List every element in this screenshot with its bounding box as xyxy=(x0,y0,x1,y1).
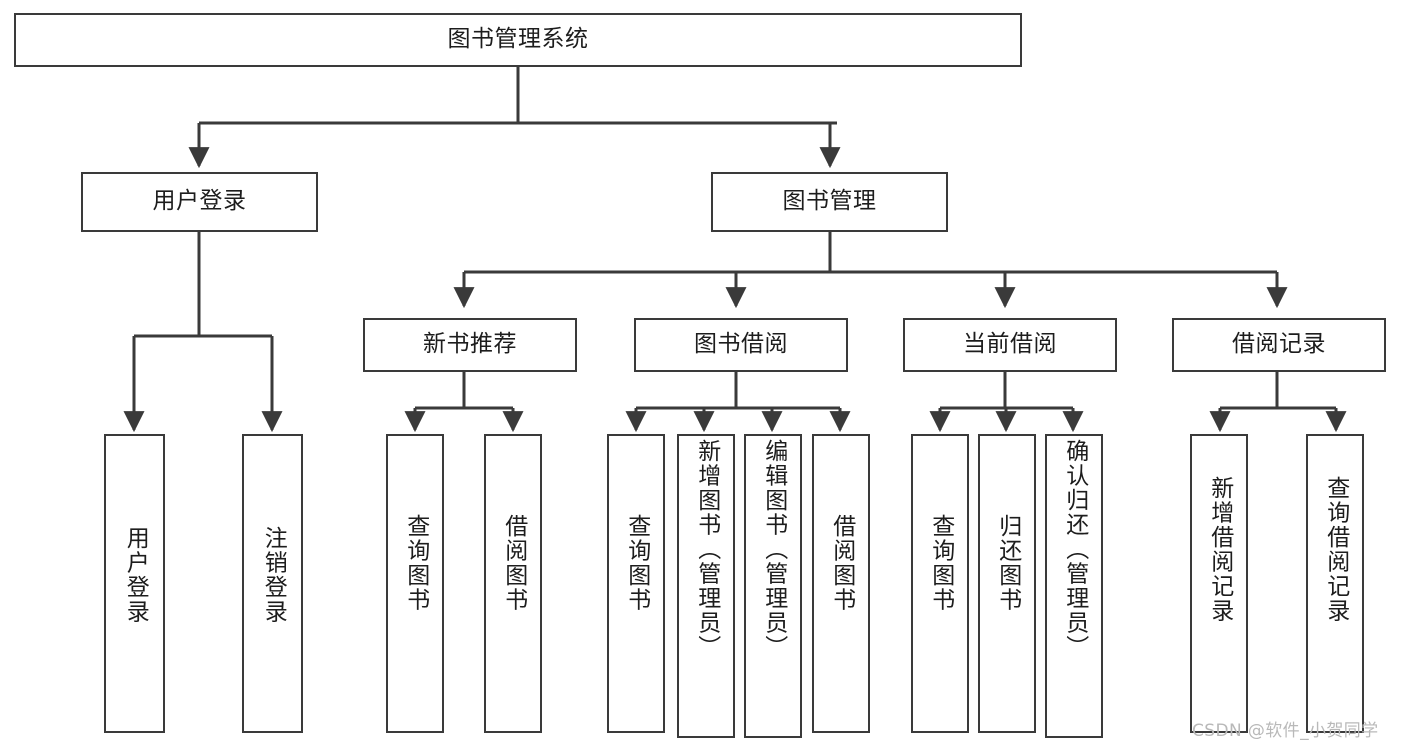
leaf-query-book-3-label: 查询图书 xyxy=(927,514,954,612)
node-new-book-rec-label: 新书推荐 xyxy=(423,331,517,358)
leaf-query-book-2[interactable]: 查询图书 xyxy=(607,434,665,733)
leaf-add-book[interactable]: 新增图书（管理员） xyxy=(677,434,735,738)
leaf-return-book[interactable]: 归还图书 xyxy=(978,434,1036,733)
leaf-borrow-book-2[interactable]: 借阅图书 xyxy=(812,434,870,733)
leaf-add-record[interactable]: 新增借阅记录 xyxy=(1190,434,1248,733)
leaf-borrow-book-1-label: 借阅图书 xyxy=(500,514,527,612)
node-root-label: 图书管理系统 xyxy=(447,26,589,53)
leaf-user-login-label: 用户登录 xyxy=(122,526,149,624)
leaf-user-login[interactable]: 用户登录 xyxy=(104,434,165,733)
leaf-add-book-label: 新增图书（管理员） xyxy=(693,439,720,660)
leaf-query-record[interactable]: 查询借阅记录 xyxy=(1306,434,1364,733)
leaf-logout[interactable]: 注销登录 xyxy=(242,434,303,733)
node-book-mgmt-label: 图书管理 xyxy=(782,188,877,215)
node-borrow-record[interactable]: 借阅记录 xyxy=(1172,318,1386,372)
leaf-confirm-return-label: 确认归还（管理员） xyxy=(1061,439,1088,660)
node-book-mgmt[interactable]: 图书管理 xyxy=(711,172,948,232)
csdn-watermark: CSDN @软件_小贺同学 xyxy=(1192,721,1379,741)
leaf-add-record-label: 新增借阅记录 xyxy=(1206,476,1233,623)
leaf-query-book-1-label: 查询图书 xyxy=(402,514,429,612)
leaf-borrow-book-1[interactable]: 借阅图书 xyxy=(484,434,542,733)
leaf-logout-label: 注销登录 xyxy=(260,526,287,624)
node-user-login[interactable]: 用户登录 xyxy=(81,172,318,232)
leaf-confirm-return[interactable]: 确认归还（管理员） xyxy=(1045,434,1103,738)
node-current-borrow-label: 当前借阅 xyxy=(963,331,1057,358)
leaf-query-book-3[interactable]: 查询图书 xyxy=(911,434,969,733)
node-book-borrow-label: 图书借阅 xyxy=(694,331,788,358)
node-new-book-rec[interactable]: 新书推荐 xyxy=(363,318,577,372)
node-user-login-label: 用户登录 xyxy=(152,188,247,215)
leaf-query-book-1[interactable]: 查询图书 xyxy=(386,434,444,733)
node-root[interactable]: 图书管理系统 xyxy=(14,13,1022,67)
node-book-borrow[interactable]: 图书借阅 xyxy=(634,318,848,372)
node-current-borrow[interactable]: 当前借阅 xyxy=(903,318,1117,372)
leaf-borrow-book-2-label: 借阅图书 xyxy=(828,514,855,612)
leaf-edit-book[interactable]: 编辑图书（管理员） xyxy=(744,434,802,738)
leaf-query-book-2-label: 查询图书 xyxy=(623,514,650,612)
leaf-edit-book-label: 编辑图书（管理员） xyxy=(760,439,787,660)
leaf-query-record-label: 查询借阅记录 xyxy=(1322,476,1349,623)
node-borrow-record-label: 借阅记录 xyxy=(1232,331,1326,358)
leaf-return-book-label: 归还图书 xyxy=(994,514,1021,612)
